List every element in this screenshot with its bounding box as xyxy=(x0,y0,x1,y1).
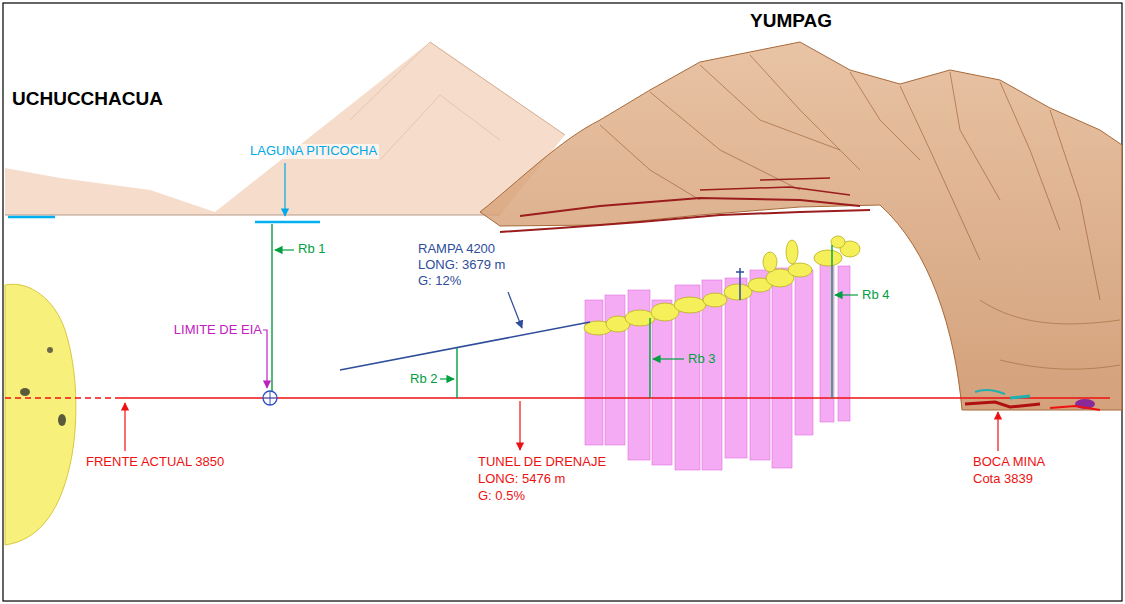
leader-line xyxy=(284,163,285,216)
ore-body xyxy=(703,293,727,307)
portal-label: BOCA MINA xyxy=(973,455,1045,470)
block-band xyxy=(725,278,747,458)
tunnel-name: TUNEL DE DRENAJE xyxy=(478,455,606,470)
leader-line xyxy=(653,358,684,359)
ore-body xyxy=(674,297,706,313)
rock-ridges xyxy=(600,55,1100,300)
leader-line xyxy=(519,401,520,450)
mine-working xyxy=(500,210,870,232)
mountain-uchucchacua xyxy=(5,42,565,215)
block-band xyxy=(702,280,722,470)
block-band xyxy=(795,270,813,435)
ore-body xyxy=(763,252,777,272)
tunnel-length: LONG: 5476 m xyxy=(478,472,565,487)
ore-spot xyxy=(20,388,30,396)
leader-line xyxy=(997,412,998,451)
raise-bore-label: Rb 4 xyxy=(862,288,889,303)
portal-workings xyxy=(1010,396,1030,398)
ore-bodies xyxy=(584,236,860,335)
portal-workings xyxy=(965,402,1040,407)
eia-limit-marker xyxy=(263,391,277,405)
portal-elevation: Cota 3839 xyxy=(973,472,1033,487)
leader-line xyxy=(440,378,454,379)
lake-line xyxy=(8,216,55,219)
block-band xyxy=(772,268,792,468)
lake-piticocha xyxy=(255,221,320,224)
site-name: UCHUCCHACUA xyxy=(12,88,163,110)
ramp-grade: G: 12% xyxy=(418,274,461,289)
block-band xyxy=(750,270,770,460)
site-name: YUMPAG xyxy=(750,10,832,32)
lake-label: LAGUNA PITICOCHA xyxy=(248,144,379,159)
eia-limit-label: LIMITE DE EIA xyxy=(174,323,262,338)
portal-workings xyxy=(1050,406,1100,410)
block-band xyxy=(652,300,672,465)
slope-hatch xyxy=(350,42,500,160)
ore-body xyxy=(786,240,798,264)
ore-body xyxy=(788,263,812,277)
raise-bore-label: Rb 1 xyxy=(298,242,325,257)
raise-bore-label: Rb 3 xyxy=(688,352,715,367)
mine-working xyxy=(700,178,850,195)
ramp-name: RAMPA 4200 xyxy=(418,242,495,257)
ore-body-uchucchacua xyxy=(5,284,76,545)
portal-workings xyxy=(975,390,1005,394)
leader-line xyxy=(508,292,522,328)
leader-line xyxy=(263,330,267,388)
rock-ridges xyxy=(980,300,1120,369)
ramp-4200 xyxy=(340,322,590,370)
leader-line xyxy=(124,403,125,451)
face-label: FRENTE ACTUAL 3850 xyxy=(86,455,224,470)
tunnel-grade: G: 0.5% xyxy=(478,489,525,504)
ore-spot xyxy=(58,414,66,426)
raise-bore-3 xyxy=(649,318,650,398)
leader-line xyxy=(275,249,294,250)
ramp-length: LONG: 3679 m xyxy=(418,258,505,273)
ore-body xyxy=(831,236,845,248)
ore-spot xyxy=(47,347,53,353)
raise-bore-4 xyxy=(831,245,832,398)
mine-working xyxy=(520,198,860,216)
frame xyxy=(3,3,1122,601)
eia-limit-cross xyxy=(263,391,277,405)
ore-body xyxy=(814,250,842,266)
tunnel-dashed xyxy=(5,397,120,399)
block-model xyxy=(585,262,850,470)
leader-line xyxy=(835,294,858,295)
raise-bore-1 xyxy=(271,224,272,392)
raise-bore-2 xyxy=(456,348,457,398)
raise-bore-label: Rb 2 xyxy=(410,372,437,387)
ground-line xyxy=(5,215,500,216)
raise xyxy=(736,268,744,300)
